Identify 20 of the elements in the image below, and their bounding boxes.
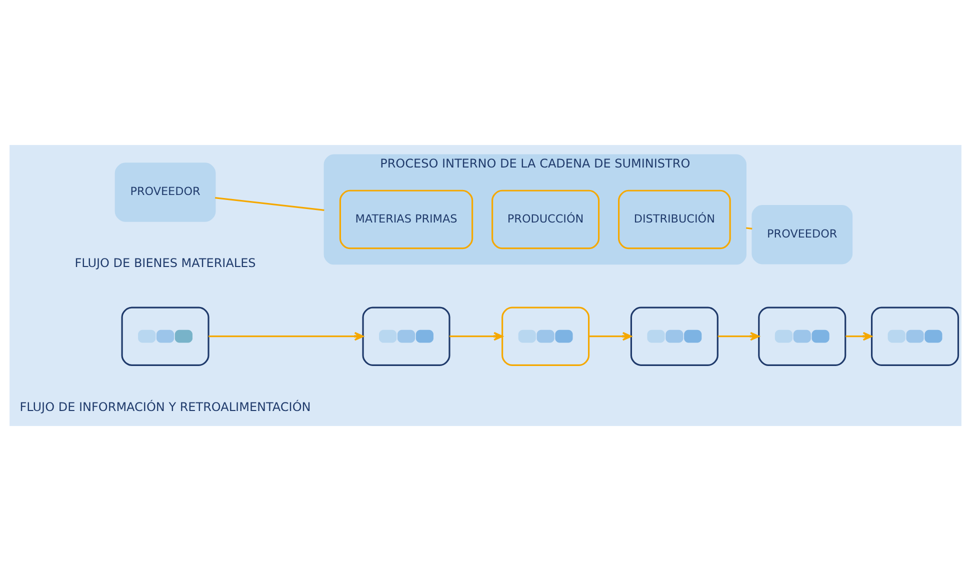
node-box xyxy=(121,306,210,366)
node-box: PROVEEDOR xyxy=(752,205,853,264)
node-box xyxy=(630,306,718,366)
node-box: DISTRIBUCIÓN xyxy=(618,190,731,250)
label: FLUJO DE BIENES MATERIALES xyxy=(74,256,256,270)
connector xyxy=(215,197,324,211)
node-box: PROVEEDOR xyxy=(114,162,216,222)
arrow xyxy=(589,332,632,341)
node-box xyxy=(758,306,846,366)
arrow xyxy=(449,332,503,341)
node-box: MATERIAS PRIMAS xyxy=(339,190,474,250)
connector xyxy=(746,227,752,230)
label: FLUJO DE INFORMACIÓN Y RETROALIMENTACIÓN xyxy=(20,400,311,414)
node-box xyxy=(502,306,590,366)
arrow xyxy=(718,332,760,341)
arrow xyxy=(846,332,872,341)
node-box xyxy=(870,306,960,366)
node-box: PRODUCCIÓN xyxy=(492,190,600,250)
node-box xyxy=(362,306,450,366)
arrow xyxy=(208,332,364,341)
